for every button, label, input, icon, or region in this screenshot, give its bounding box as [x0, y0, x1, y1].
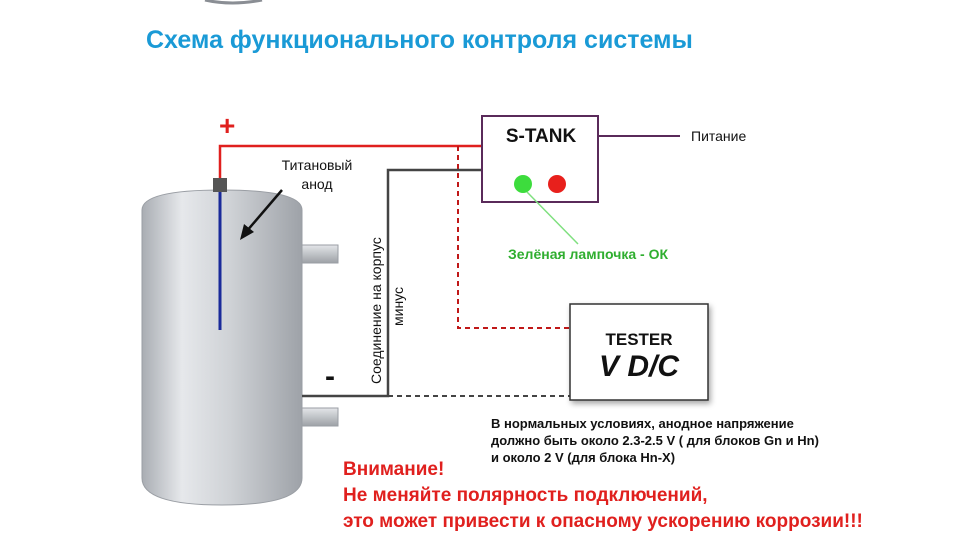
tester-label: TESTER [605, 330, 673, 349]
voltage-note-line: и около 2 V (для блока Hn-X) [491, 450, 676, 465]
anode-arrow [240, 189, 283, 240]
green-lamp [514, 175, 532, 193]
anode-label-line: анод [301, 176, 333, 192]
plus-sign: + [219, 110, 236, 141]
top-tank-edge [204, 0, 263, 5]
voltage-note-line: должно быть около 2.3-2.5 V ( для блоков… [491, 433, 819, 448]
voltage-note: В нормальных условиях, анодное напряжени… [491, 415, 819, 466]
upper-pipe [301, 244, 339, 264]
lower-pipe [301, 407, 339, 427]
diagram-title: Схема функционального контроля системы [146, 26, 693, 54]
lamp-pointer [526, 191, 579, 245]
anode-terminal [213, 178, 227, 192]
tester-unit-label: V D/C [598, 350, 679, 383]
positive-wire [218, 144, 484, 178]
power-label: Питание [691, 128, 747, 144]
green-lamp-label: Зелёная лампочка - ОК [508, 246, 669, 262]
warning-line: это может привести к опасному ускорению … [343, 511, 863, 532]
polarity-warning: Внимание! Не меняйте полярность подключе… [343, 457, 863, 535]
minus-sign: - [325, 360, 335, 393]
stank-unit-icon [481, 115, 599, 203]
warning-line: Не меняйте полярность подключений, [343, 485, 708, 506]
negative-wire [302, 168, 484, 398]
stank-label: S-TANK [505, 126, 577, 147]
body-connection-label: Соединение на корпус [368, 237, 384, 384]
anode-label: Титановый анод [272, 156, 362, 194]
voltage-note-line: В нормальных условиях, анодное напряжени… [491, 416, 794, 431]
water-heater-tank-icon [141, 178, 339, 506]
minus-label: минус [390, 286, 406, 326]
red-lamp [548, 175, 566, 193]
tester-meter-icon [569, 303, 709, 401]
tester-positive-wire [457, 146, 570, 329]
anode-label-line: Титановый [281, 157, 353, 173]
warning-line: Внимание! [343, 459, 445, 480]
